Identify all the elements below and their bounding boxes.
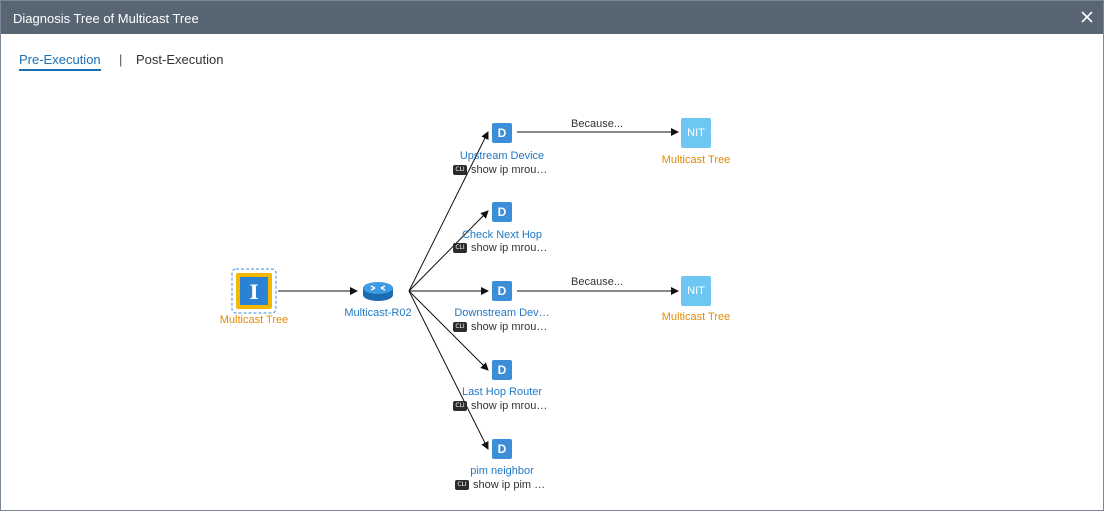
diagnosis-node-icon[interactable]: D [492,360,512,380]
cli-badge-icon: CLI [453,401,467,411]
cli-command-text: show ip pim … [473,479,546,491]
tab-separator: | [119,52,123,67]
diagnosis-node-icon[interactable]: D [492,439,512,459]
tab-pre-execution[interactable]: Pre-Execution [19,52,101,71]
diagnosis-node-label[interactable]: Upstream Device [459,150,545,162]
cli-command[interactable]: CLI show ip mrou… [453,321,547,333]
cli-badge-icon: CLI [455,480,469,490]
edge-device-to-last-hop [408,290,489,371]
diagnosis-node-icon[interactable]: D [492,202,512,222]
dialog-titlebar: Diagnosis Tree of Multicast Tree [1,1,1103,34]
cli-command[interactable]: CLI show ip mrou… [453,242,547,254]
root-node-label: Multicast Tree [219,314,289,326]
diagnosis-node-label[interactable]: pim neighbor [470,465,534,477]
cli-command[interactable]: CLI show ip mrou… [453,164,547,176]
edge-device-to-next-hop [408,210,489,292]
diagnosis-node-icon[interactable]: D [492,123,512,143]
diagnosis-node-icon[interactable]: D [492,281,512,301]
cli-command[interactable]: CLI show ip pim … [455,479,545,491]
cli-badge-icon: CLI [453,322,467,332]
device-node-label[interactable]: Multicast-R02 [344,307,412,319]
edge-label: Because... [571,276,623,288]
dialog-title: Diagnosis Tree of Multicast Tree [13,11,199,26]
cli-badge-icon: CLI [453,165,467,175]
diagnosis-node-label[interactable]: Last Hop Router [461,386,543,398]
nit-node-label[interactable]: Multicast Tree [661,311,731,323]
diagnosis-node-label[interactable]: Downstream Dev… [454,307,550,319]
cli-command-text: show ip mrou… [471,400,548,412]
nit-node-icon[interactable]: NIT [681,276,711,306]
cli-command-text: show ip mrou… [471,242,548,254]
root-node-icon[interactable]: I [231,268,277,314]
nit-node-icon[interactable]: NIT [681,118,711,148]
router-icon[interactable] [363,282,393,301]
cli-badge-icon: CLI [453,243,467,253]
edge-label: Because... [571,118,623,130]
tab-post-execution[interactable]: Post-Execution [136,52,224,67]
root-icon-letter: I [249,280,258,304]
nit-node-label[interactable]: Multicast Tree [661,154,731,166]
cli-command[interactable]: CLI show ip mrou… [453,400,547,412]
cli-command-text: show ip mrou… [471,321,548,333]
edge-device-to-upstream [408,131,489,292]
edge-device-to-pim [408,290,489,450]
cli-command-text: show ip mrou… [471,164,548,176]
diagnosis-node-label[interactable]: Check Next Hop [461,229,543,241]
close-icon[interactable] [1077,7,1097,27]
